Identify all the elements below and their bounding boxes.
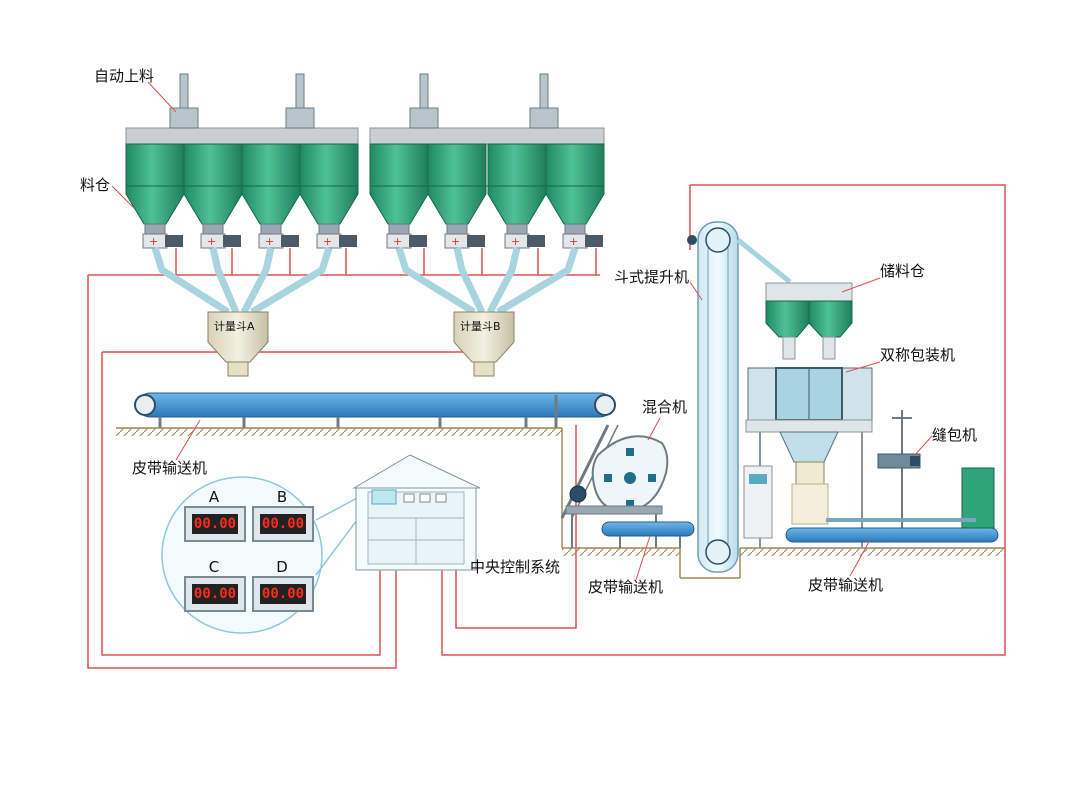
- display-b-value: 00.00: [260, 514, 306, 534]
- label-leaders: [111, 81, 933, 581]
- display-b: 00.00: [252, 506, 314, 542]
- auto-feeder: [409, 73, 559, 129]
- display-d-value: 00.00: [260, 584, 306, 604]
- display-d-letter: D: [276, 558, 288, 576]
- svg-text:+: +: [451, 235, 460, 248]
- storage-bin-label: 储料仓: [880, 262, 926, 280]
- mixer: [560, 424, 669, 548]
- svg-text:+: +: [207, 235, 216, 248]
- display-c-letter: C: [208, 558, 220, 576]
- discharge-valves: + + + +: [386, 233, 603, 249]
- ground: [116, 427, 1006, 579]
- auto-feeder: [169, 73, 315, 129]
- weigh-hopper-b: [453, 311, 515, 377]
- silo: [427, 143, 487, 235]
- bucket-elevator: [687, 221, 792, 573]
- belt-conveyor-mixer-label: 皮带输送机: [588, 578, 664, 596]
- storage-bin: [765, 282, 853, 360]
- silo: [369, 143, 429, 235]
- display-c: 00.00: [184, 576, 246, 612]
- silo: [125, 143, 185, 235]
- main-belt-conveyor: [134, 392, 616, 428]
- feed-chutes-a: [151, 246, 333, 316]
- silo: [183, 143, 243, 235]
- display-c-value: 00.00: [192, 584, 238, 604]
- silo: [299, 143, 359, 235]
- packing-machine: [743, 367, 873, 548]
- silo-group-b: + + + +: [369, 73, 605, 316]
- silo-label: 料仓: [80, 176, 111, 194]
- svg-text:+: +: [511, 235, 520, 248]
- display-b-letter: B: [276, 488, 288, 506]
- discharge-valves: + + + +: [142, 233, 357, 249]
- control-system-label: 中央控制系统: [470, 558, 561, 576]
- hopper-b-label: 计量斗B: [460, 320, 501, 333]
- mixer-belt-conveyor: [601, 521, 695, 548]
- dual-scale-packer-label: 双称包装机: [880, 346, 956, 364]
- svg-text:+: +: [569, 235, 578, 248]
- silo: [241, 143, 301, 235]
- auto-feed-label: 自动上料: [94, 67, 155, 85]
- feed-chutes-b: [395, 246, 579, 316]
- display-d: 00.00: [252, 576, 314, 612]
- display-a-letter: A: [208, 488, 220, 506]
- hopper-a-label: 计量斗A: [214, 320, 255, 333]
- display-a-value: 00.00: [192, 514, 238, 534]
- weigh-hopper-a: [207, 311, 269, 377]
- belt-conveyor-packing-label: 皮带输送机: [808, 576, 884, 594]
- silo-group-a: + + + +: [125, 73, 359, 316]
- mixer-label: 混合机: [642, 398, 688, 416]
- packing-belt-conveyor: [785, 467, 999, 543]
- bucket-elevator-label: 斗式提升机: [614, 268, 690, 286]
- svg-text:+: +: [393, 235, 402, 248]
- display-a: 00.00: [184, 506, 246, 542]
- silo: [487, 143, 547, 235]
- sewing-machine-label: 缝包机: [932, 426, 978, 444]
- silo: [545, 143, 605, 235]
- belt-conveyor-main-label: 皮带输送机: [132, 459, 208, 477]
- svg-text:+: +: [265, 235, 274, 248]
- svg-text:+: +: [323, 235, 332, 248]
- svg-text:+: +: [149, 235, 158, 248]
- control-house: [352, 454, 481, 571]
